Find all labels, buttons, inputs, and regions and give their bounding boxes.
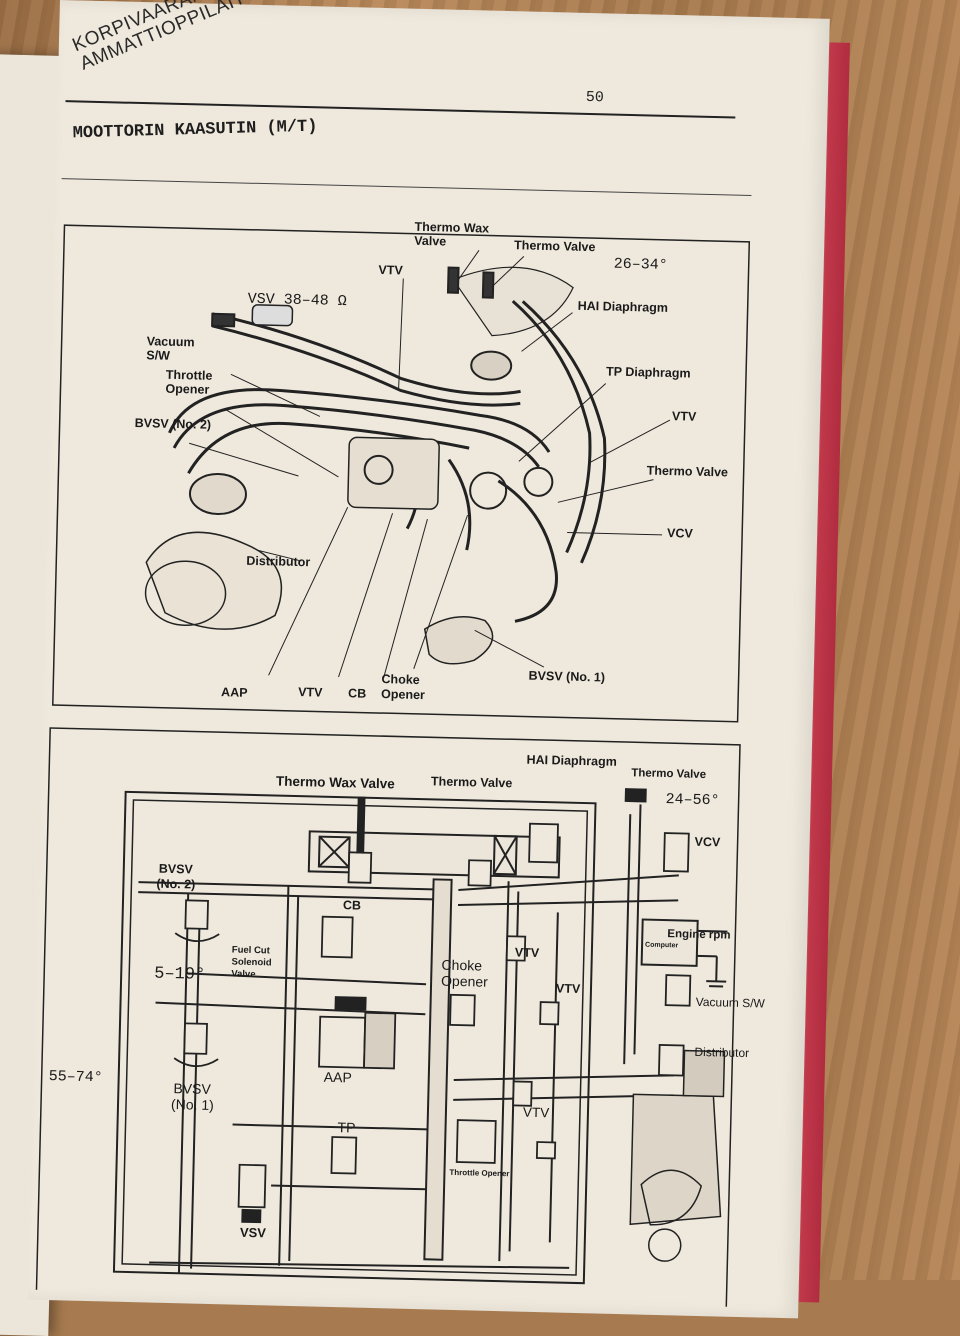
label-b-fuel-cut-2: Solenoid — [231, 956, 272, 968]
manual-page: KORPIVAARAN AMMATTIOPPILAITOS 50 MOOTTOR… — [28, 0, 830, 1318]
label-b-range-bvsv2: 5–19° — [154, 965, 205, 985]
label-b-distributor: Distributor — [694, 1045, 749, 1060]
engine-sketch — [144, 259, 609, 668]
label-b-vsv: VSV — [240, 1225, 267, 1241]
label-vcv: VCV — [667, 526, 694, 541]
label-b-bvsv2-2: (No. 2) — [156, 877, 195, 892]
label-b-cb: CB — [343, 898, 361, 912]
label-b-throttle-opener: Throttle Opener — [449, 1168, 509, 1178]
label-vtv-bottom: VTV — [298, 685, 323, 700]
label-b-vacuum-sw: Vacuum S/W — [696, 995, 766, 1011]
label-b-vtv-b: VTV — [556, 981, 581, 996]
label-b-thermo-wax-valve: Thermo Wax Valve — [276, 774, 396, 792]
label-b-thermo-valve: Thermo Valve — [431, 774, 513, 790]
label-b-computer: Computer — [645, 942, 678, 950]
label-b-aap: AAP — [324, 1069, 352, 1086]
label-b-choke-opener-1: Choke — [441, 957, 482, 974]
label-throttle-opener-2: Opener — [165, 382, 209, 397]
label-thermo-valve-right: Thermo Valve — [647, 463, 729, 479]
label-vtv-top: VTV — [378, 263, 403, 278]
label-thermo-valve: Thermo Valve — [514, 238, 596, 254]
label-vacuum-sw-2: S/W — [146, 348, 170, 363]
label-b-vcv: VCV — [694, 835, 721, 850]
label-b-vtv-a: VTV — [515, 945, 540, 960]
label-b-range-bvsv1: 55–74° — [48, 1068, 102, 1086]
label-b-bvsv1-2: (No. 1) — [171, 1096, 214, 1113]
label-b-choke-opener-2: Opener — [441, 973, 488, 990]
label-throttle-opener-1: Throttle — [166, 368, 213, 383]
label-b-bvsv2-1: BVSV — [159, 862, 194, 877]
label-vsv: VSV 38–48 Ω — [248, 291, 347, 310]
label-b-fuel-cut-1: Fuel Cut — [232, 944, 271, 956]
label-distributor: Distributor — [246, 554, 310, 570]
label-b-temp-range: 24–56° — [665, 791, 719, 809]
label-tp-diaphragm: TP Diaphragm — [606, 364, 691, 380]
label-choke-opener-2: Opener — [381, 687, 425, 702]
label-thermo-wax-valve-2: Valve — [414, 234, 446, 249]
label-b-tp: TP — [337, 1119, 355, 1135]
vacuum-diagrams: Thermo Wax Valve Thermo Valve 26–34° VTV… — [28, 0, 819, 1308]
label-choke-opener-1: Choke — [381, 672, 420, 687]
label-b-vtv-c: VTV — [523, 1105, 550, 1121]
label-aap: AAP — [221, 685, 248, 700]
label-vacuum-sw-1: Vacuum — [147, 334, 195, 349]
label-b-thermo-valve-right: Thermo Valve — [631, 767, 706, 781]
label-temp-range-top: 26–34° — [614, 256, 668, 274]
label-b-engine-rpm: Engine rpm — [667, 928, 731, 942]
label-vtv-right: VTV — [672, 409, 697, 424]
label-b-bvsv1-1: BVSV — [173, 1080, 211, 1097]
label-b-fuel-cut-3: Valve — [231, 968, 256, 980]
label-b-hai-diaphragm: HAI Diaphragm — [526, 753, 617, 769]
label-cb: CB — [348, 686, 366, 700]
label-bvsv2: BVSV (No. 2) — [135, 416, 212, 432]
label-bvsv1: BVSV (No. 1) — [528, 669, 605, 685]
label-hai-diaphragm: HAI Diaphragm — [578, 299, 669, 315]
